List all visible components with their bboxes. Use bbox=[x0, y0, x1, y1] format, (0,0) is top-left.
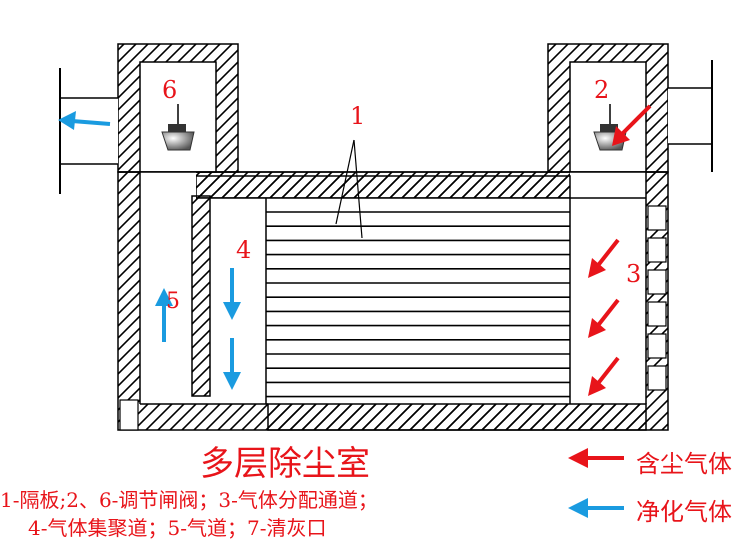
inlet-pipe bbox=[668, 60, 713, 172]
access-door bbox=[647, 333, 667, 359]
access-door bbox=[647, 301, 667, 327]
side-access-doors bbox=[647, 205, 667, 391]
inner-baffle-wall bbox=[191, 195, 211, 397]
access-door bbox=[647, 269, 667, 295]
label-4: 4 bbox=[236, 236, 251, 264]
outlet-pipe bbox=[59, 68, 118, 194]
outlet-flow-arrow bbox=[71, 119, 111, 126]
floor-wall bbox=[267, 403, 647, 431]
label-3: 3 bbox=[626, 260, 641, 288]
access-door bbox=[647, 365, 667, 391]
access-door bbox=[647, 237, 667, 263]
valve-6-icon bbox=[161, 104, 195, 151]
label-6: 6 bbox=[162, 76, 177, 104]
chamber-interior bbox=[140, 198, 646, 404]
legend-dusty-arrow-icon bbox=[568, 448, 624, 468]
label-5: 5 bbox=[166, 289, 180, 314]
passage-opening bbox=[140, 172, 196, 202]
access-door bbox=[647, 205, 667, 231]
arrows bbox=[58, 104, 652, 396]
cleanout-port-7 bbox=[119, 399, 139, 431]
top-wall bbox=[195, 175, 571, 199]
inlet-flow-arrow bbox=[618, 104, 652, 138]
tray-stack bbox=[265, 198, 571, 404]
legend-dusty-gas: 含尘气体 bbox=[636, 450, 732, 478]
label-1-leaders bbox=[335, 139, 363, 239]
caption-line-1: 1-隔板;2、6-调节闸阀；3-气体分配通道； bbox=[0, 488, 378, 512]
legend-clean-arrow-icon bbox=[568, 498, 624, 518]
label-2: 2 bbox=[594, 76, 609, 104]
legend-clean-gas: 净化气体 bbox=[636, 498, 732, 526]
label-1: 1 bbox=[350, 102, 365, 130]
shelf-plates bbox=[266, 211, 570, 398]
left-outlet-housing bbox=[117, 43, 239, 173]
diagram-title: 多层除尘室 bbox=[200, 444, 370, 484]
caption-line-2: 4-气体集聚道；5-气道；7-清灰口 bbox=[28, 516, 327, 540]
